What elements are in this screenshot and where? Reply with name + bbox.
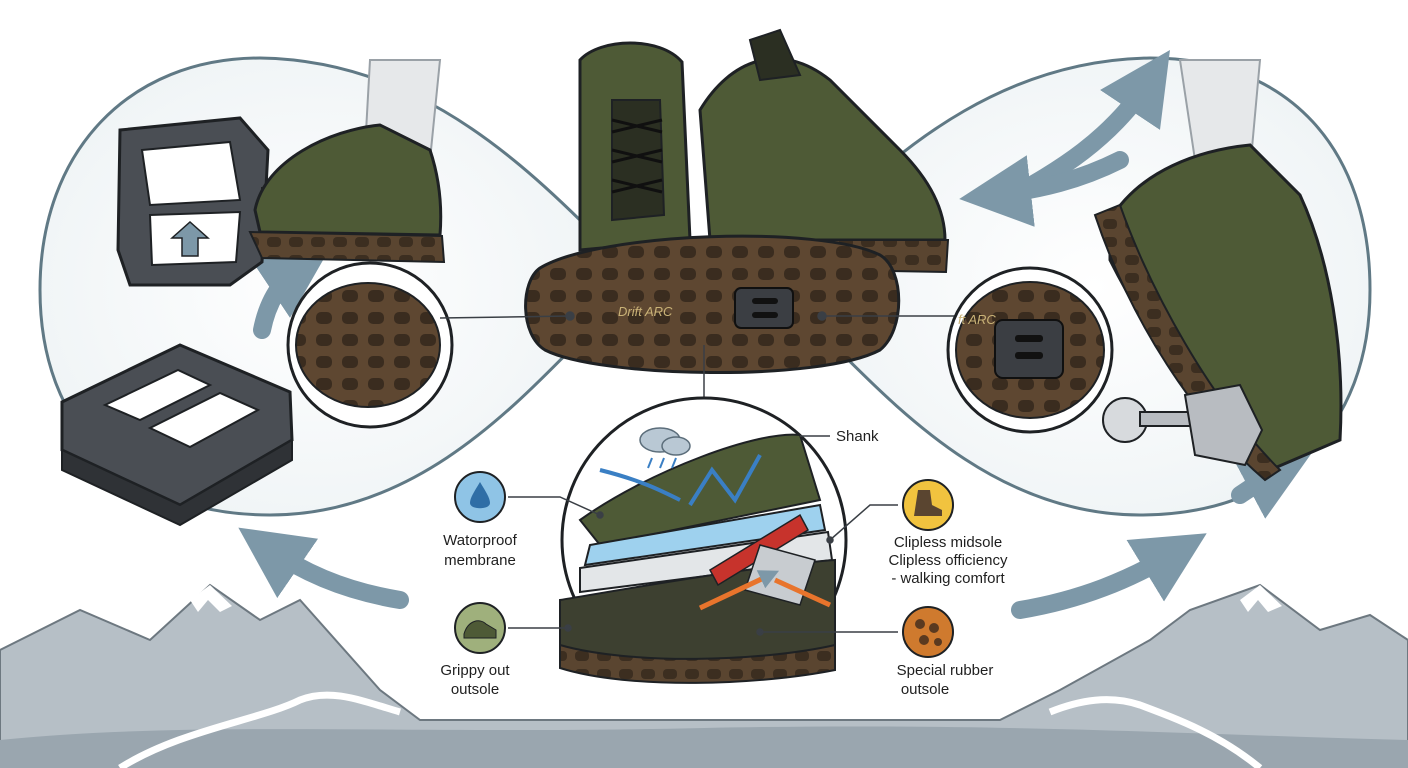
cleat-plate: [734, 287, 794, 329]
flat-pedal-icon: [116, 116, 287, 287]
label-shank: Shank: [836, 428, 879, 445]
label-waterproof-2: membrane: [444, 552, 516, 569]
shoe-on-clipless-pedal: [1093, 59, 1343, 482]
flat-pedal-platform-icon: [60, 343, 294, 527]
rubber-texture-icon: [902, 606, 954, 658]
label-clipless-2: Clipless officiency: [889, 552, 1008, 569]
shoe-icon: [454, 602, 506, 654]
label-rubber-2: outsole: [901, 681, 949, 698]
sole-brand-left: Drift ARC: [618, 304, 673, 319]
clipless-sole-closeup: ft ARC: [946, 266, 1114, 434]
sole-brand-right: ft ARC: [958, 312, 996, 327]
label-waterproof-1: Watorproof: [443, 532, 517, 549]
flat-sole-closeup: [286, 261, 454, 429]
rain-cloud-icon: [639, 427, 691, 469]
callout-leaders: [508, 435, 898, 636]
label-rubber-1: Special rubber: [897, 662, 994, 679]
shoe-top-view: [578, 41, 692, 252]
shoe-on-flat-pedal: [248, 59, 446, 264]
water-drops-icon: [454, 471, 506, 523]
clipless-sole: Drift ARC: [524, 234, 901, 375]
label-grippy-1: Grippy out: [440, 662, 510, 679]
label-grippy-2: outsole: [451, 681, 499, 698]
clipless-pedal-icon: [1102, 383, 1264, 467]
connector-lines: [439, 311, 960, 405]
label-clipless-3: - walking comfort: [891, 570, 1005, 587]
label-clipless-1: Clipless midsole: [894, 534, 1002, 551]
sole-cross-section: [559, 396, 848, 684]
mountain-range: [0, 583, 1408, 768]
foot-on-pedal-icon: [902, 479, 954, 531]
